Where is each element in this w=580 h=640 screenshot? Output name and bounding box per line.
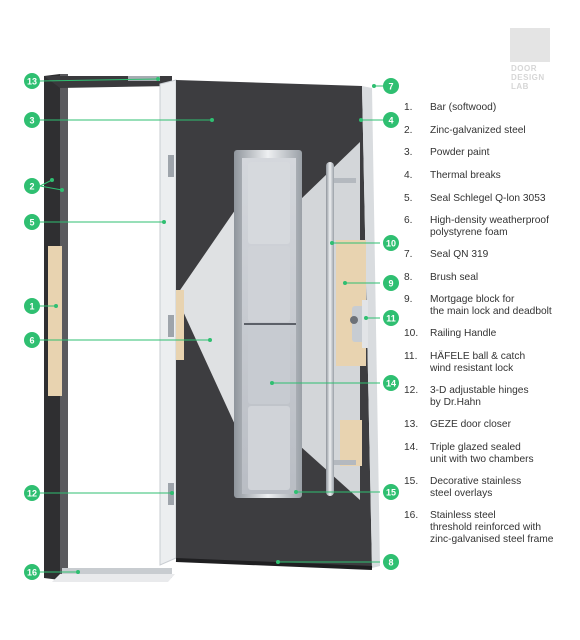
threshold <box>62 568 172 578</box>
callout-number: 10 <box>386 239 396 249</box>
callout-number: 7 <box>388 82 393 92</box>
hinge-middle <box>168 315 174 337</box>
callout-5: 5 <box>24 214 40 230</box>
callout-number: 15 <box>386 488 396 498</box>
door-design-lab-logo: DOOR DESIGN LAB <box>508 28 554 96</box>
callout-15: 15 <box>383 484 399 500</box>
callout-7: 7 <box>383 78 399 94</box>
lock-block-wood-lower <box>340 420 362 466</box>
callout-11: 11 <box>383 310 399 326</box>
callout-number: 4 <box>388 116 393 126</box>
callout-number: 2 <box>29 182 34 192</box>
callout-2: 2 <box>24 178 40 194</box>
callout-1: 1 <box>24 298 40 314</box>
callout-number: 5 <box>29 218 34 228</box>
callout-9: 9 <box>383 275 399 291</box>
softwood-bar-frame <box>48 246 62 396</box>
hafele-lock <box>350 300 368 348</box>
callout-10: 10 <box>383 235 399 251</box>
mortgage-block <box>336 240 366 366</box>
railing-handle <box>326 162 356 496</box>
door-closer <box>128 76 160 81</box>
callout-number: 3 <box>29 116 34 126</box>
foam-cutaway-left <box>176 200 242 440</box>
callout-number: 11 <box>386 314 396 324</box>
callout-12: 12 <box>24 485 40 501</box>
callout-13: 13 <box>24 73 40 89</box>
callout-number: 6 <box>29 336 34 346</box>
logo-text-line-1: DOOR <box>511 64 537 73</box>
callout-4: 4 <box>383 112 399 128</box>
callout-number: 13 <box>27 77 37 87</box>
callout-number: 12 <box>27 489 37 499</box>
door-frame <box>44 74 175 582</box>
callout-number: 8 <box>388 558 393 568</box>
leader-dots <box>50 77 376 574</box>
callout-number: 16 <box>27 568 37 578</box>
callout-number: 9 <box>388 279 393 289</box>
callout-3: 3 <box>24 112 40 128</box>
triple-glazed-unit <box>242 158 296 494</box>
callout-14: 14 <box>383 375 399 391</box>
leader-lines <box>39 78 389 573</box>
logo-text-line-3: LAB <box>511 82 529 91</box>
logo-text-line-2: DESIGN <box>511 73 545 82</box>
callout-8: 8 <box>383 554 399 570</box>
callout-number: 14 <box>386 379 396 389</box>
callout-number: 1 <box>29 302 34 312</box>
foam-edge-wood-left <box>176 290 184 360</box>
logo-mark-icon <box>510 28 550 62</box>
callout-6: 6 <box>24 332 40 348</box>
hinge-top <box>168 155 174 177</box>
callout-16: 16 <box>24 564 40 580</box>
